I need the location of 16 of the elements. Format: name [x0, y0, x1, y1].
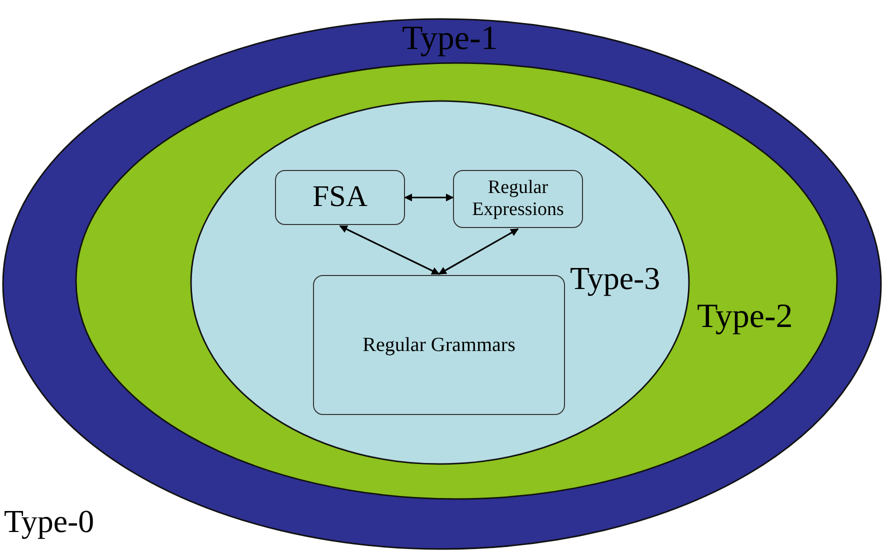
rounded-box [453, 170, 583, 228]
region-label: Type-3 [570, 260, 660, 297]
arrow [438, 228, 519, 275]
region-label: Type-2 [697, 298, 793, 336]
box-label: Regular Grammars [362, 334, 516, 356]
arrow [404, 194, 454, 202]
ellipse-region [75, 62, 838, 500]
ellipse-region [190, 100, 690, 465]
ellipse-region [2, 18, 882, 550]
box-label: FSA [312, 180, 368, 215]
region-label: Type-1 [402, 20, 498, 58]
arrow [339, 225, 440, 275]
box-label: Regular Expressions [471, 177, 565, 221]
rounded-box [275, 170, 405, 225]
region-label: Type-0 [4, 503, 94, 540]
rounded-box [313, 275, 565, 415]
